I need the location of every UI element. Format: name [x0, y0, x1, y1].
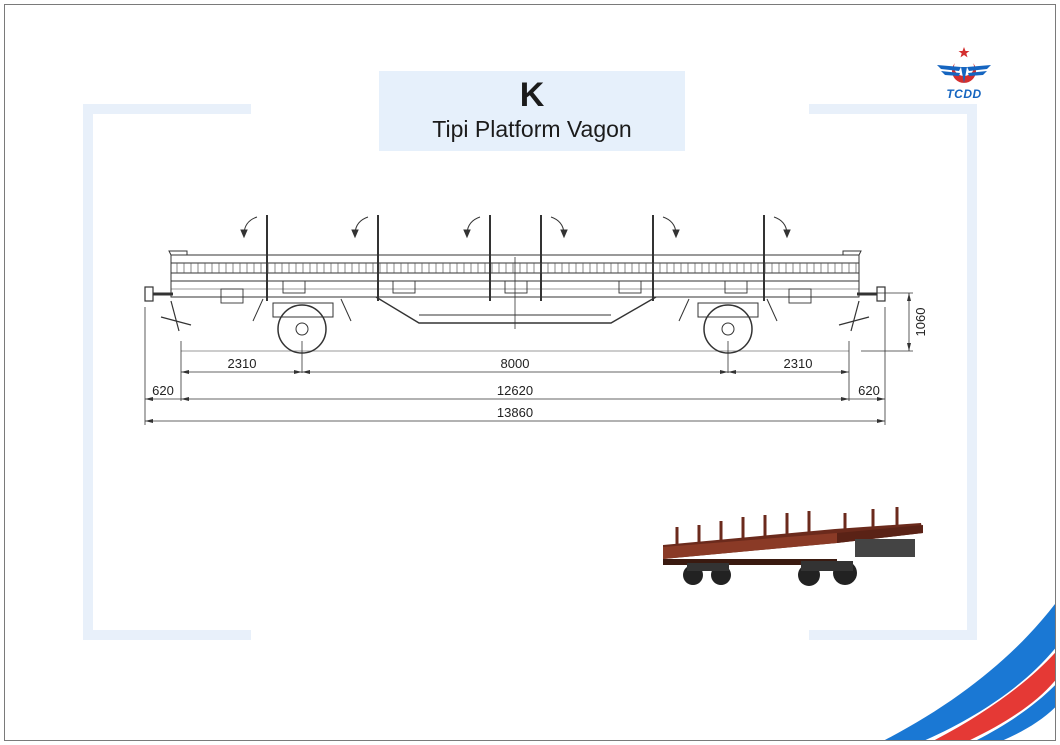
corner-bracket-top-left — [83, 104, 93, 640]
stanchion-pockets — [220, 280, 812, 304]
dim-height: 1060 — [913, 308, 928, 337]
corner-swoosh-stripes — [884, 603, 1055, 740]
corner-bracket-top-right — [967, 104, 977, 640]
dim-buffer-left: 620 — [152, 383, 174, 398]
corner-bracket-bottom-left — [83, 630, 251, 640]
stanchion-fold-arrows — [240, 216, 791, 239]
tcdd-logo-text: TCDD — [946, 87, 982, 101]
page-frame: K Tipi Platform Vagon TCDD — [4, 4, 1056, 741]
dim-total-length: 13860 — [497, 405, 533, 420]
buffer-left — [144, 286, 192, 332]
wagon-technical-drawing: 2310 8000 2310 620 12620 620 13860 1060 — [144, 215, 928, 425]
dim-bogie-center-distance: 8000 — [501, 356, 530, 371]
wagon-photo-side — [663, 533, 837, 559]
title-box: K Tipi Platform Vagon — [379, 71, 685, 151]
wagon-photo-stanchions — [675, 507, 899, 545]
side-board-hatching — [176, 263, 857, 273]
dim-bogie-overhang-left: 2310 — [228, 356, 257, 371]
tcdd-logo-icon — [937, 47, 991, 83]
dim-bogie-overhang-right: 2310 — [784, 356, 813, 371]
dim-buffer-right: 620 — [858, 383, 880, 398]
wagon-type-subtitle: Tipi Platform Vagon — [432, 116, 632, 142]
dimension-lines — [144, 292, 913, 425]
wagon-photo — [663, 507, 923, 586]
corner-bracket-bottom-right — [809, 630, 977, 640]
wagon-type-letter: K — [519, 76, 545, 114]
dim-body-length: 12620 — [497, 383, 533, 398]
buffer-right — [838, 286, 886, 332]
tcdd-logo: TCDD — [933, 45, 995, 103]
dimension-arrows — [145, 293, 911, 423]
corner-bracket-top-right — [809, 104, 977, 114]
stanchions — [266, 215, 765, 301]
bogie-right — [678, 298, 778, 354]
corner-bracket-top-left — [83, 104, 251, 114]
